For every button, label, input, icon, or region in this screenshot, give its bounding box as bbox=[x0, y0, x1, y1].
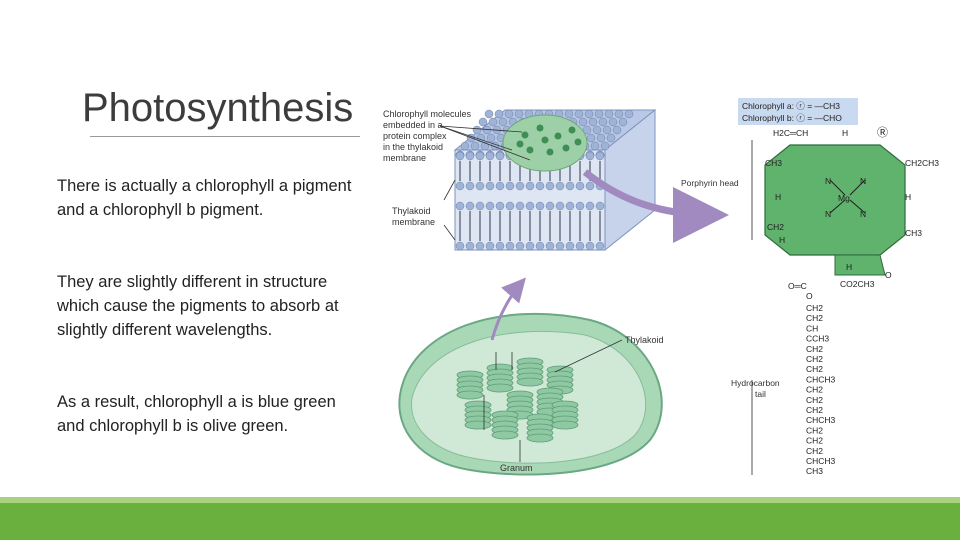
chain-group: CH2 bbox=[806, 395, 823, 405]
porphyrin-ring bbox=[764, 144, 906, 256]
svg-text:N: N bbox=[860, 176, 866, 186]
svg-text:H: H bbox=[779, 235, 785, 245]
chain-group: CH2 bbox=[806, 425, 823, 435]
svg-text:Ⓡ: Ⓡ bbox=[877, 126, 888, 139]
svg-text:Thylakoid: Thylakoid bbox=[392, 206, 431, 216]
svg-text:O: O bbox=[806, 291, 813, 301]
svg-text:H: H bbox=[775, 192, 781, 202]
chain-group: CHCH3 bbox=[806, 374, 836, 384]
svg-text:Chlorophyll a: ⓡ = —CH3: Chlorophyll a: ⓡ = —CH3 bbox=[742, 101, 840, 111]
svg-text:Chlorophyll b: ⓡ = —CHO: Chlorophyll b: ⓡ = —CHO bbox=[742, 113, 842, 123]
footer-bar-light bbox=[0, 497, 960, 503]
svg-text:embedded in a: embedded in a bbox=[383, 120, 443, 130]
svg-text:CH2CH3: CH2CH3 bbox=[905, 158, 939, 168]
label-chlorophyll-molecules: Chlorophyll molecules embedded in a prot… bbox=[383, 109, 472, 163]
chain-group: CH2 bbox=[806, 344, 823, 354]
paragraph-chlorophyll-types: There is actually a chlorophyll a pigmen… bbox=[57, 177, 352, 219]
zoom-arrow-to-membrane bbox=[490, 277, 526, 341]
svg-text:CH3: CH3 bbox=[765, 158, 782, 168]
leader-line-membrane-2 bbox=[443, 224, 456, 241]
chain-group: CH2 bbox=[806, 303, 823, 313]
chain-group: CH2 bbox=[806, 354, 823, 364]
leader-line-thylakoid bbox=[554, 339, 623, 373]
label-granum: Granum bbox=[500, 463, 533, 473]
chloroplast-illustration bbox=[398, 312, 663, 476]
chain-group: CH bbox=[806, 323, 818, 333]
svg-text:H2C═CH: H2C═CH bbox=[773, 128, 808, 138]
chain-group: CHCH3 bbox=[806, 456, 836, 466]
label-thylakoid: Thylakoid bbox=[625, 335, 664, 345]
svg-text:Mg: Mg bbox=[838, 193, 850, 203]
label-porphyrin-head: Porphyrin head bbox=[681, 178, 739, 188]
label-thylakoid-membrane: Thylakoid membrane bbox=[392, 206, 435, 227]
chain-group: CCH3 bbox=[806, 334, 829, 344]
leader-lines-chlorophyll bbox=[439, 125, 531, 161]
paragraph-structure-difference: They are slightly different in structure… bbox=[57, 273, 339, 339]
svg-text:tail: tail bbox=[755, 389, 766, 399]
svg-text:Chlorophyll molecules: Chlorophyll molecules bbox=[383, 109, 472, 119]
svg-text:H: H bbox=[905, 192, 911, 202]
svg-text:CH3: CH3 bbox=[905, 228, 922, 238]
chain-group: CH2 bbox=[806, 405, 823, 415]
footer-bar bbox=[0, 503, 960, 540]
thylakoid-membrane-block bbox=[453, 108, 657, 252]
svg-text:protein complex: protein complex bbox=[383, 131, 447, 141]
chain-group: CH3 bbox=[806, 466, 823, 476]
chain-group: CH2 bbox=[806, 364, 823, 374]
svg-text:Hydrocarbon: Hydrocarbon bbox=[731, 378, 780, 388]
svg-text:N: N bbox=[825, 209, 831, 219]
leader-line-membrane bbox=[443, 179, 456, 201]
svg-text:H: H bbox=[846, 262, 852, 272]
svg-text:membrane: membrane bbox=[392, 217, 435, 227]
chain-group: CH2 bbox=[806, 313, 823, 323]
paragraph-colors: As a result, chlorophyll a is blue green… bbox=[57, 393, 336, 435]
svg-text:N: N bbox=[825, 176, 831, 186]
chlorophyll-structure: Chlorophyll a: ⓡ = —CH3 Chlorophyll b: ⓡ… bbox=[738, 98, 939, 476]
svg-text:membrane: membrane bbox=[383, 153, 426, 163]
chain-group: CHCH3 bbox=[806, 415, 836, 425]
zoom-arrow-to-structure bbox=[582, 169, 729, 243]
svg-text:CH2: CH2 bbox=[767, 222, 784, 232]
svg-text:N: N bbox=[860, 209, 866, 219]
label-hydrocarbon-tail: Hydrocarbon tail bbox=[731, 378, 780, 399]
slide-title: Photosynthesis bbox=[82, 86, 354, 130]
chain-group: CH2 bbox=[806, 446, 823, 456]
svg-text:CO2CH3: CO2CH3 bbox=[840, 279, 875, 289]
svg-text:H: H bbox=[842, 128, 848, 138]
svg-text:O: O bbox=[885, 270, 892, 280]
legend-box bbox=[738, 98, 858, 125]
svg-text:O═C: O═C bbox=[788, 281, 807, 291]
svg-text:in the thylakoid: in the thylakoid bbox=[383, 142, 443, 152]
title-underline bbox=[90, 136, 360, 137]
chain-group: CH2 bbox=[806, 436, 823, 446]
chain-group: CH2 bbox=[806, 385, 823, 395]
